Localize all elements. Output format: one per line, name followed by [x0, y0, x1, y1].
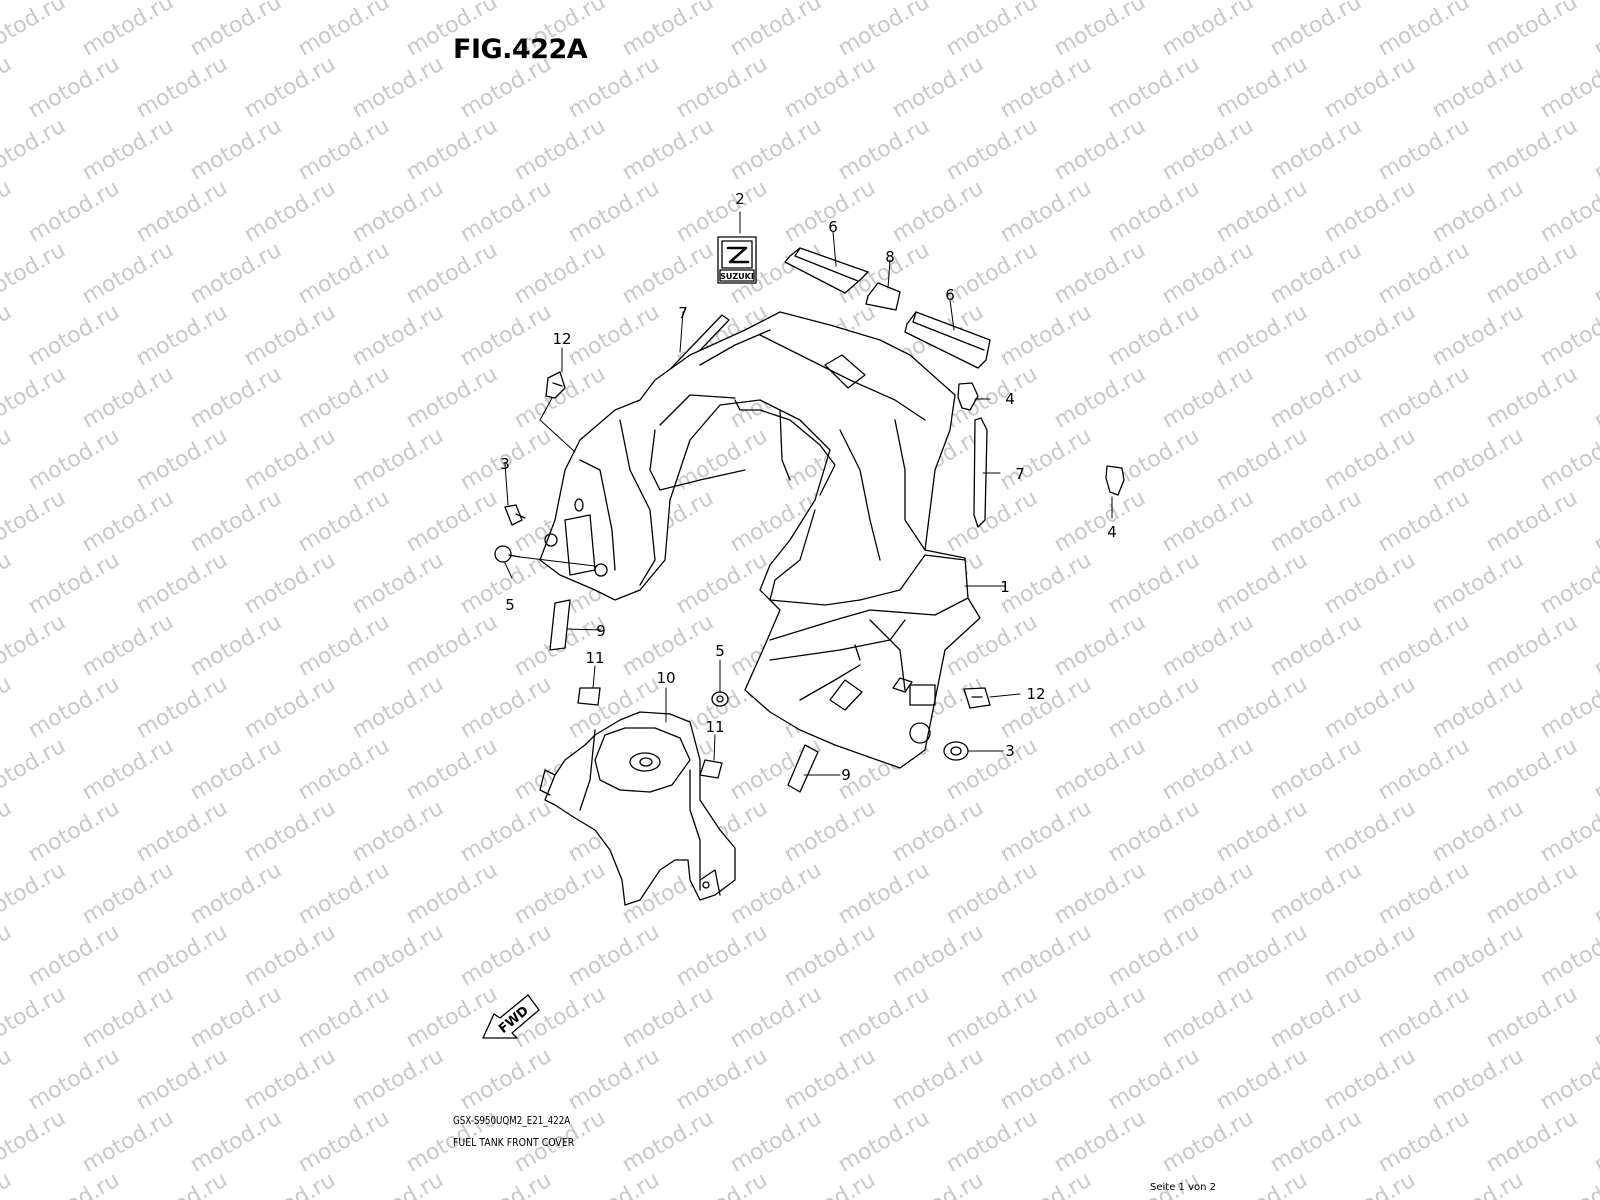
suzuki-emblem-part: SUZUKI — [717, 236, 757, 284]
callout-8: 8 — [885, 248, 895, 266]
callout-5-lower: 5 — [715, 642, 725, 660]
callout-12-upper: 12 — [552, 330, 571, 348]
callout-10: 10 — [656, 669, 675, 687]
suzuki-logo-text: SUZUKI — [720, 272, 754, 281]
callout-4-right: 4 — [1107, 523, 1117, 541]
leader-lines — [504, 211, 1113, 776]
lower-tank-cover-part — [539, 711, 736, 906]
figure-title: FIG.422A — [453, 34, 588, 65]
callout-11-left: 11 — [585, 649, 604, 667]
callout-9-upper: 9 — [596, 622, 606, 640]
callout-7-right: 7 — [1015, 465, 1025, 483]
fuel-tank-front-cover-part — [539, 311, 981, 769]
callout-9-lower: 9 — [841, 766, 851, 784]
callout-2: 2 — [735, 190, 745, 208]
callout-7-upper: 7 — [678, 304, 688, 322]
callout-5-upper: 5 — [505, 596, 515, 614]
cushion-strip-parts — [784, 247, 991, 369]
callout-12-lower: 12 — [1026, 685, 1045, 703]
callout-6-right: 6 — [945, 286, 955, 304]
callout-1: 1 — [1000, 578, 1010, 596]
callout-11-lower: 11 — [705, 718, 724, 736]
fwd-direction-arrow: FWD — [482, 994, 540, 1039]
model-code: GSX-S950UQM2_E21_422A — [453, 1114, 571, 1127]
callout-labels: 2 6 8 6 7 12 4 3 7 4 5 1 9 11 10 5 12 11… — [500, 190, 1117, 784]
page-counter: Seite 1 von 2 — [1150, 1182, 1216, 1193]
callout-4-upper: 4 — [1005, 390, 1015, 408]
section-name: FUEL TANK FRONT COVER — [453, 1136, 575, 1149]
callout-3-upper: 3 — [500, 455, 510, 473]
callout-6-upper: 6 — [828, 218, 838, 236]
callout-3-lower: 3 — [1005, 742, 1015, 760]
